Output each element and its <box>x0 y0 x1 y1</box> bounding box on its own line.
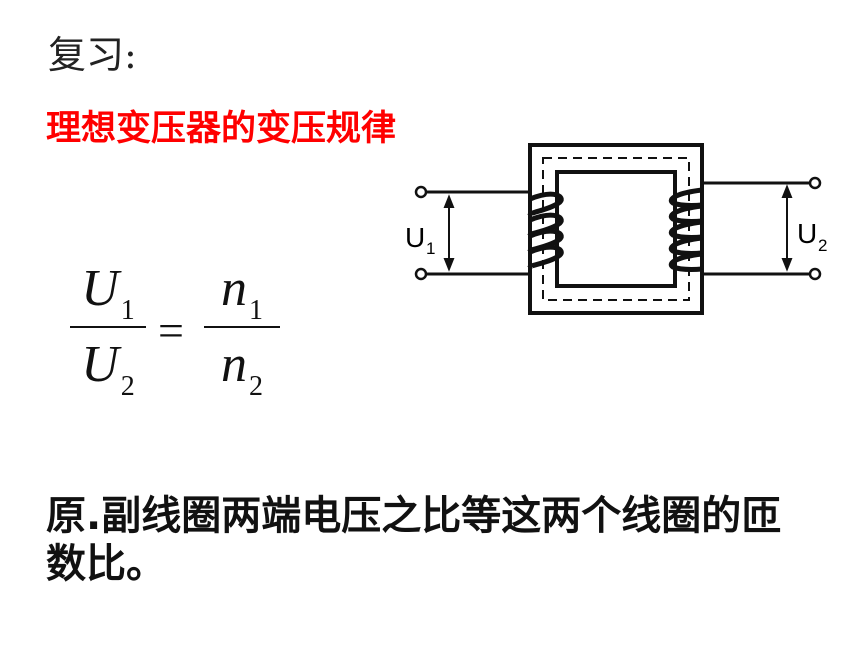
primary-circuit <box>414 185 530 281</box>
turns-symbol: n <box>221 336 247 393</box>
fraction-bar <box>204 326 280 328</box>
terminal-icon <box>808 176 822 190</box>
secondary-coil <box>668 187 703 272</box>
terminal-icon <box>808 267 822 281</box>
primary-voltage-arrow <box>443 194 455 272</box>
turns-denominator: n2 <box>204 334 280 402</box>
transformer-diagram: U 1 U 2 <box>405 143 827 315</box>
terminal-icon <box>414 185 428 199</box>
voltage-symbol: U <box>81 336 119 393</box>
voltage-denominator: U2 <box>70 334 146 402</box>
voltage-symbol: U <box>81 260 119 317</box>
primary-coil <box>527 191 564 270</box>
fraction-bar <box>70 326 146 328</box>
primary-voltage-subscript: 1 <box>426 239 435 258</box>
turns-symbol: n <box>221 260 247 317</box>
equals-sign: = <box>158 305 184 356</box>
voltage-numerator: U1 <box>70 258 146 326</box>
terminal-icon <box>414 267 428 281</box>
review-heading: 复习: <box>48 33 137 77</box>
turns-numerator: n1 <box>204 258 280 326</box>
turns-subscript: 1 <box>249 295 263 326</box>
turns-subscript: 2 <box>249 371 263 402</box>
voltage-subscript: 2 <box>120 371 135 402</box>
voltage-fraction: U1 U2 <box>70 258 146 402</box>
secondary-voltage-label: U <box>797 218 817 249</box>
secondary-circuit <box>702 176 822 281</box>
transformer-ratio-formula: U1 U2 = n1 n2 <box>70 258 280 418</box>
voltage-subscript: 1 <box>120 295 135 326</box>
secondary-voltage-subscript: 2 <box>818 236 827 255</box>
slide-title: 理想变压器的变压规律 <box>46 109 397 149</box>
primary-voltage-label: U <box>405 222 425 253</box>
turns-fraction: n1 n2 <box>204 258 280 402</box>
secondary-voltage-arrow <box>781 184 793 272</box>
conclusion-text: 原.副线圈两端电压之比等这两个线圈的匝数比。 <box>46 493 782 587</box>
